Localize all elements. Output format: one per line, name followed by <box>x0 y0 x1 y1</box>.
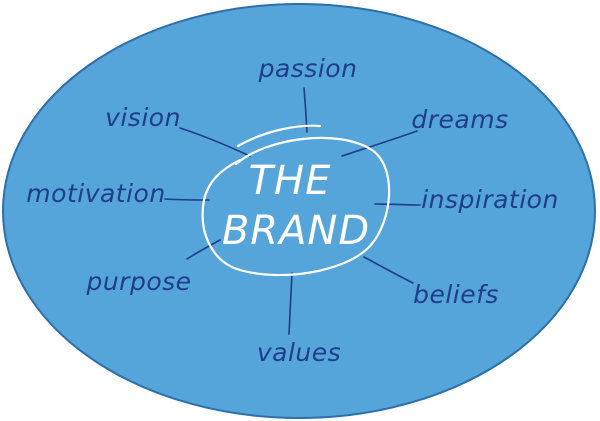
background-ellipse <box>2 3 596 419</box>
word-values: values <box>256 338 342 367</box>
word-dreams: dreams <box>411 105 509 134</box>
connector-beliefs <box>363 256 414 284</box>
connector-motivation <box>164 198 210 201</box>
connector-inspiration <box>374 203 421 206</box>
word-passion: passion <box>258 54 358 83</box>
word-purpose: purpose <box>86 267 192 296</box>
connector-lines <box>164 87 421 335</box>
connector-purpose <box>186 239 221 260</box>
word-motivation: motivation <box>26 179 166 208</box>
connector-dreams <box>341 130 418 157</box>
word-beliefs: beliefs <box>413 280 499 309</box>
center-circle-scribble <box>201 124 391 277</box>
center-title-line1: THE <box>248 158 332 204</box>
word-inspiration: inspiration <box>421 185 559 214</box>
connector-values <box>288 272 293 335</box>
center-title-line2: BRAND <box>221 208 371 254</box>
connector-passion <box>303 87 308 133</box>
word-vision: vision <box>105 103 181 132</box>
connector-vision <box>179 127 251 157</box>
